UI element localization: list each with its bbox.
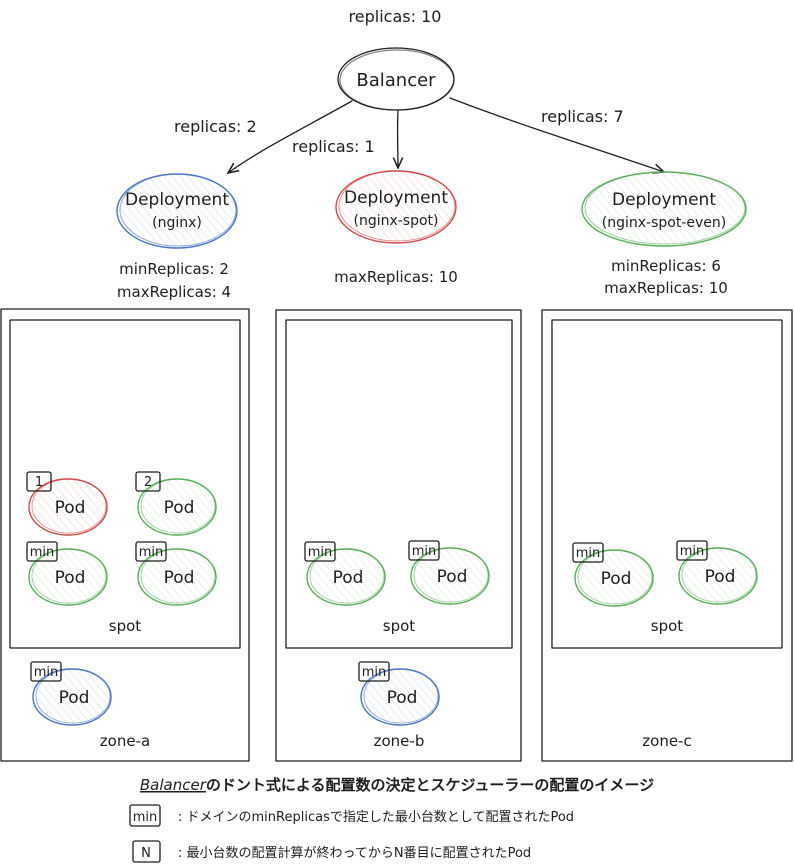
zone-c: spot zone-c [541,309,793,762]
pod-badge-text: min [576,546,601,561]
zone-a: spot zone-a [0,308,250,762]
legend-item-n: N : 最小台数の配置計算が終わってからN番目に配置されたPod [132,840,531,863]
edge-label-even: replicas: 7 [541,107,624,126]
spot-label: spot [383,617,416,635]
edge-label-nginx: replicas: 2 [174,117,257,136]
pod-badge-text: min [362,665,387,680]
deployment-name: (nginx-spot) [353,213,438,229]
zone-b: spot zone-b [275,309,522,762]
pod-badge [676,540,708,561]
zone-label: zone-b [374,732,425,750]
pod-badge-text: 2 [144,475,152,490]
caption-title: Balancerのドント式による配置数の決定とスケジューラーの配置のイメージ [140,776,654,794]
deployment-title: Deployment [125,190,229,210]
min-replicas-even: minReplicas: 6 [611,257,721,275]
edge-arrow-even [449,97,664,172]
pod-label: Pod [59,688,90,708]
pod-badge [135,541,167,562]
deployment-name: (nginx-spot-even) [602,215,726,231]
pod-badge-text: min [308,545,333,560]
pod-label: Pod [437,567,468,587]
pod-badge [135,471,161,492]
pod-badge-text: min [139,545,164,560]
deployment-title: Deployment [612,190,716,210]
balancer-node: Balancer [337,47,455,111]
deployment-nginx-spot-even: Deployment (nginx-spot-even) [581,171,747,247]
pod-badge [304,541,336,562]
max-replicas-even: maxReplicas: 10 [604,279,728,297]
pod-label: Pod [387,688,418,708]
pod: Pod 1 [26,471,108,536]
pod-badge-text: min [412,544,437,559]
pod-badge-text: min [680,544,705,559]
balancer-label: Balancer [356,70,436,91]
legend-item-min: min : ドメインのminReplicasで指定した最小台数として配置されたP… [129,804,574,827]
pod-badge [26,541,58,562]
caption-title-prefix: Balancer [140,776,207,794]
max-replicas-spot: maxReplicas: 10 [334,268,458,286]
legend-text: : 最小台数の配置計算が終わってからN番目に配置されたPod [178,845,531,861]
deployment-name: (nginx) [152,215,202,231]
pod-badge-text: min [34,665,59,680]
spot-label: spot [651,617,684,635]
pod-badge [572,542,604,563]
pod-label: Pod [55,498,86,518]
edge-label-spot: replicas: 1 [292,137,375,156]
spot-label: spot [109,617,142,635]
pod-label: Pod [333,568,364,588]
pod-badge [26,471,52,492]
pod-label: Pod [164,568,195,588]
pod-label: Pod [705,567,736,587]
pod-badge-text: 1 [35,475,43,490]
pod-layer: Pod1Pod2PodminPodminPodminPodminPodminPo… [26,471,758,726]
legend-text: : ドメインのminReplicasで指定した最小台数として配置されたPod [178,810,574,825]
pod-badge [358,661,390,682]
max-replicas-nginx: maxReplicas: 4 [117,283,231,301]
zone-label: zone-c [642,732,691,750]
caption-title-rest: のドント式による配置数の決定とスケジューラーの配置のイメージ [206,776,654,794]
pod-badge-text: min [30,545,55,560]
total-replicas-label: replicas: 10 [349,7,442,26]
pod-badge [408,540,440,561]
zone-label: zone-a [100,732,150,750]
edge-arrow-nginx [228,100,353,173]
pod-label: Pod [55,568,86,588]
deployment-nginx: Deployment (nginx) [116,173,238,249]
deployment-nginx-spot: Deployment (nginx-spot) [335,170,457,244]
pod-badge [30,661,62,682]
legend-badge: min [133,810,158,825]
pod: Pod 2 [135,471,217,536]
pod-label: Pod [601,569,632,589]
min-replicas-nginx: minReplicas: 2 [119,260,229,278]
deployment-title: Deployment [344,188,448,208]
legend-badge: N [141,846,151,861]
pod-label: Pod [164,498,195,518]
